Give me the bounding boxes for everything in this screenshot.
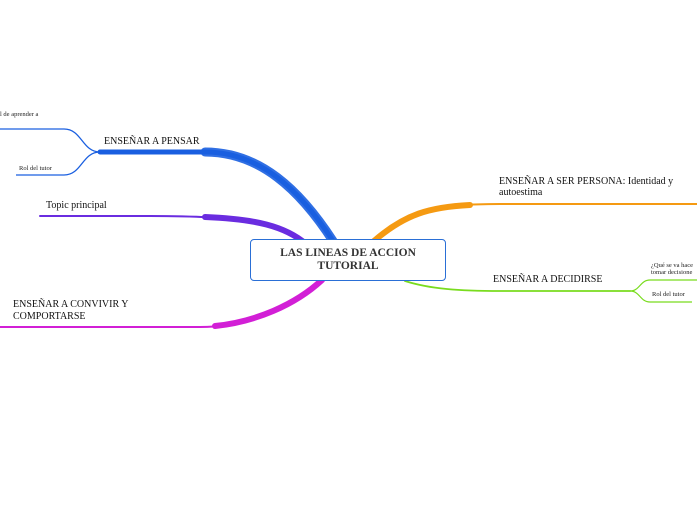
branch-convivir-connector-thick — [212, 277, 325, 329]
branch-pensar-label[interactable]: ENSEÑAR A PENSAR — [104, 136, 200, 147]
branch-topic-connector-thick — [202, 214, 309, 247]
central-topic-label: LAS LINEAS DE ACCION TUTORIAL — [280, 247, 416, 272]
branch-persona-label-2[interactable]: autoestima — [499, 187, 543, 198]
subbranch-decidirse-1-connector — [629, 279, 697, 292]
branch-persona-label-1[interactable]: ENSEÑAR A SER PERSONA: Identidad y — [499, 176, 674, 187]
subtopic-decidirse-1a[interactable]: ¿Qué se va hace — [651, 262, 694, 269]
subbranch-pensar-1-connector — [0, 128, 101, 153]
branch-convivir-label-1[interactable]: ENSEÑAR A CONVIVIR Y — [13, 299, 129, 310]
subbranch-decidirse-2-connector — [629, 290, 692, 303]
branch-decidirse-label[interactable]: ENSEÑAR A DECIDIRSE — [493, 274, 603, 285]
branch-persona-connector-thick — [371, 202, 473, 244]
branch-convivir-label-2[interactable]: COMPORTARSE — [13, 311, 86, 322]
branch-pensar-connector-tail — [200, 147, 338, 246]
branch-topic-label[interactable]: Topic principal — [46, 200, 107, 211]
central-topic[interactable]: LAS LINEAS DE ACCION TUTORIAL — [250, 239, 446, 281]
branch-decidirse-connector — [404, 280, 631, 292]
subtopic-decidirse-1b[interactable]: tomar decisione — [651, 269, 693, 276]
subtopic-pensar-2[interactable]: Rol del tutor — [19, 165, 52, 172]
subtopic-pensar-1[interactable]: l de aprender a — [0, 111, 39, 118]
subtopic-decidirse-2[interactable]: Rol del tutor — [652, 291, 685, 298]
subbranch-pensar-2-connector — [16, 151, 101, 176]
